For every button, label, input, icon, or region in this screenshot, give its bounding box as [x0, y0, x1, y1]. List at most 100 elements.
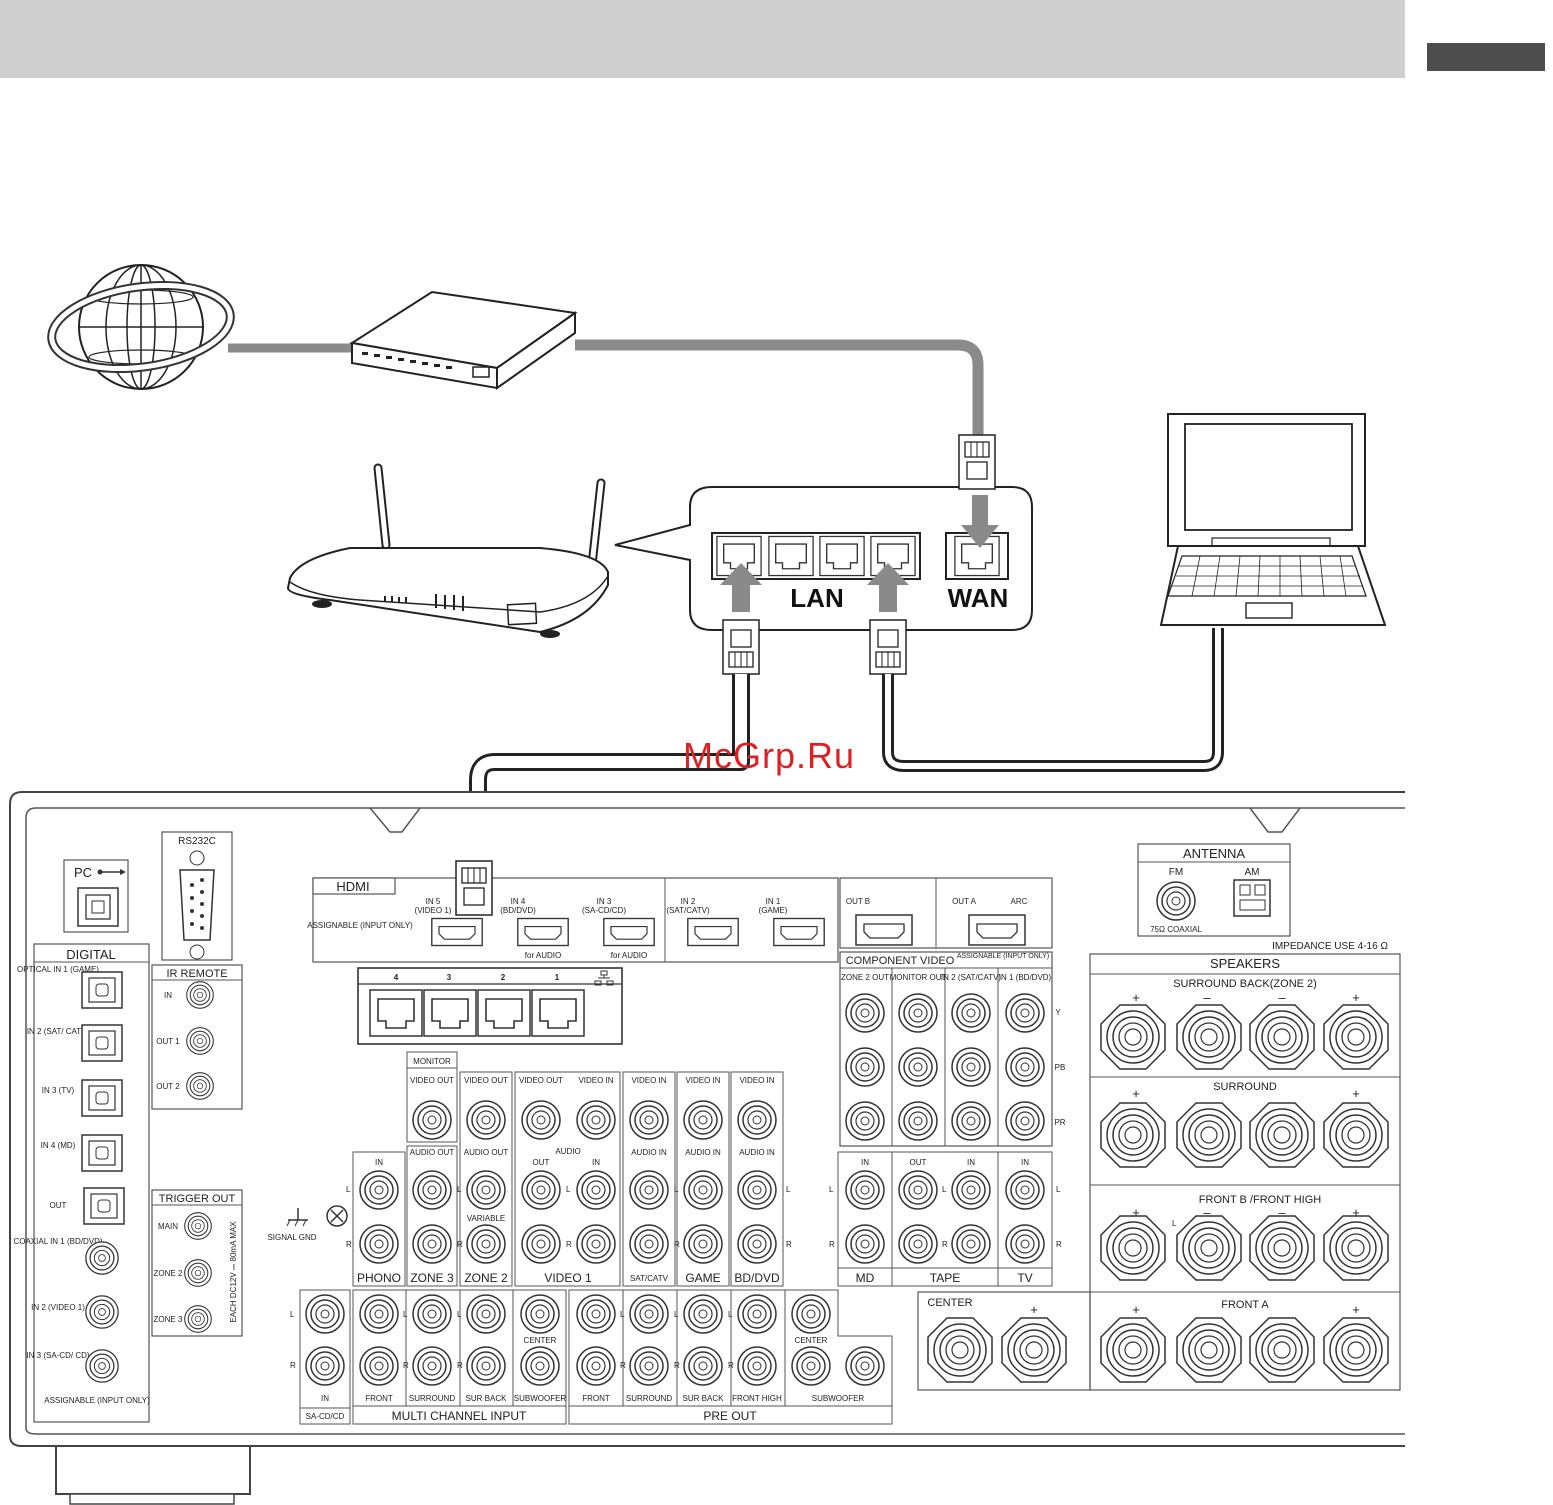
- rs232c-port[interactable]: [179, 850, 215, 960]
- component-assignable: ASSIGNABLE (INPUT ONLY): [957, 953, 1049, 960]
- svg-text:R: R: [829, 1240, 835, 1249]
- svg-text:L: L: [403, 1310, 408, 1319]
- sacd-in-label: IN: [321, 1394, 329, 1403]
- ir-out1-jack[interactable]: [186, 1027, 214, 1055]
- ir-in-label: IN: [164, 991, 172, 1000]
- speakers-title: SPEAKERS: [1210, 956, 1280, 971]
- optical-in3-port[interactable]: [81, 1079, 123, 1117]
- page-tab: [1427, 43, 1545, 71]
- trigger-main-jack[interactable]: [184, 1212, 212, 1240]
- rs232c-section: RS232C: [161, 831, 233, 961]
- zone2-audio-out-label: AUDIO OUT: [464, 1148, 509, 1157]
- ir-remote-title: IR REMOTE: [166, 968, 227, 980]
- optical-in1-port[interactable]: [81, 971, 123, 1009]
- svg-text:R: R: [674, 1361, 680, 1370]
- zone3-label: ZONE 3: [410, 1271, 454, 1285]
- md-in-label: IN: [861, 1158, 869, 1167]
- coaxial-in1-port[interactable]: [85, 1241, 119, 1275]
- svg-text:L: L: [566, 1185, 571, 1194]
- lan-port-3[interactable]: [819, 535, 865, 577]
- watermark: McGrp.Ru: [683, 735, 855, 776]
- mci-subwoofer-label: SUBWOOFER: [514, 1394, 567, 1403]
- mci-surround-label: SURROUND: [409, 1394, 455, 1403]
- svg-text:+: +: [1132, 1086, 1140, 1101]
- svg-text:+: +: [1132, 990, 1140, 1005]
- svg-text:L: L: [829, 1185, 834, 1194]
- hdmi-out-a-port[interactable]: [968, 914, 1026, 946]
- hdmi-in3-port[interactable]: [603, 917, 655, 947]
- lan-port-2[interactable]: [768, 535, 814, 577]
- svg-text:+: +: [1352, 1205, 1360, 1220]
- ir-out2-label: OUT 2: [156, 1082, 180, 1091]
- sat-video-in-label: VIDEO IN: [631, 1076, 666, 1085]
- tv-label: TV: [1017, 1271, 1032, 1285]
- pre-out-label: PRE OUT: [703, 1409, 757, 1423]
- receiver-lan-port-2[interactable]: [477, 989, 531, 1037]
- game-video-in-label: VIDEO IN: [685, 1076, 720, 1085]
- svg-text:L: L: [457, 1185, 462, 1194]
- component-video-section: COMPONENT VIDEO ASSIGNABLE (INPUT ONLY) …: [839, 951, 1066, 1147]
- tv-in-label: IN: [1021, 1158, 1029, 1167]
- signal-gnd-label: SIGNAL GND: [267, 1233, 316, 1242]
- hdmi-assignable-label: ASSIGNABLE (INPUT ONLY): [307, 921, 413, 930]
- trigger-zone3-label: ZONE 3: [154, 1315, 183, 1324]
- hdmi-in2-port[interactable]: [687, 917, 739, 947]
- hdmi-in3-for-audio: for AUDIO: [611, 951, 647, 960]
- antenna-fm-label: FM: [1169, 867, 1183, 878]
- receiver-lan-port-4[interactable]: [369, 989, 423, 1037]
- optical-out-port[interactable]: [83, 1187, 125, 1225]
- trigger-zone2-jack[interactable]: [184, 1259, 212, 1287]
- digital-out-label: OUT: [50, 1201, 67, 1210]
- receiver-lan-section: 4 3 2 1: [357, 967, 623, 1045]
- hdmi-out-b-port[interactable]: [855, 914, 913, 946]
- hdmi-in1-port[interactable]: [773, 917, 825, 947]
- gnd-screw-icon[interactable]: [326, 1205, 348, 1227]
- antenna-title: ANTENNA: [1183, 846, 1245, 861]
- front-a-label: FRONT A: [1221, 1299, 1269, 1311]
- svg-text:R: R: [403, 1361, 409, 1370]
- svg-text:+: +: [1132, 1302, 1140, 1317]
- hdmi-in5-port[interactable]: [431, 917, 483, 947]
- laptop-icon: [1159, 413, 1387, 626]
- digital-in3-label: IN 3 (TV): [42, 1086, 75, 1095]
- receiver-lan-port-3[interactable]: [423, 989, 477, 1037]
- receiver-lan-port-1[interactable]: [531, 989, 585, 1037]
- optical-in4-port[interactable]: [81, 1134, 123, 1172]
- svg-text:+: +: [1352, 1302, 1360, 1317]
- pre-center-label: CENTER: [795, 1336, 828, 1345]
- component-video-title: COMPONENT VIDEO: [846, 955, 955, 967]
- phono-label: PHONO: [357, 1271, 401, 1285]
- usb-port[interactable]: [77, 887, 119, 927]
- hdmi-in5-sub: (VIDEO 1): [415, 906, 452, 915]
- coaxial-in2-port[interactable]: [85, 1295, 119, 1329]
- video1-video-out-label: VIDEO OUT: [519, 1076, 563, 1085]
- ir-out1-label: OUT 1: [156, 1037, 180, 1046]
- fm-jack[interactable]: [1156, 881, 1196, 921]
- svg-text:R: R: [566, 1240, 572, 1249]
- hdmi-in4-sub: (BD/DVD): [500, 906, 536, 915]
- video1-label: VIDEO 1: [544, 1271, 592, 1285]
- monitor-label: MONITOR: [413, 1057, 451, 1066]
- hdmi-in3-sub: (SA-CD/CD): [582, 906, 626, 915]
- sacd-label: SA-CD/CD: [306, 1412, 345, 1421]
- bd-video-in-label: VIDEO IN: [739, 1076, 774, 1085]
- hdmi-in4-for-audio: for AUDIO: [525, 951, 561, 960]
- router-icon: [286, 463, 609, 638]
- optical-in2-port[interactable]: [81, 1024, 123, 1062]
- svg-text:+: +: [1352, 1086, 1360, 1101]
- multi-channel-input-label: MULTI CHANNEL INPUT: [392, 1409, 527, 1423]
- svg-text:L: L: [786, 1185, 791, 1194]
- am-terminal[interactable]: [1233, 879, 1271, 917]
- hdmi-in1-sub: (GAME): [759, 906, 788, 915]
- trigger-zone3-jack[interactable]: [184, 1305, 212, 1333]
- svg-text:L: L: [620, 1310, 625, 1319]
- svg-text:R: R: [290, 1361, 296, 1370]
- svg-text:L: L: [728, 1310, 733, 1319]
- coaxial-in3-port[interactable]: [85, 1349, 119, 1383]
- ir-in-jack[interactable]: [186, 981, 214, 1009]
- ir-out2-jack[interactable]: [186, 1072, 214, 1100]
- lan-cable-laptop: [882, 628, 1224, 772]
- svg-text:L: L: [674, 1185, 679, 1194]
- hdmi-in4-port[interactable]: [517, 917, 569, 947]
